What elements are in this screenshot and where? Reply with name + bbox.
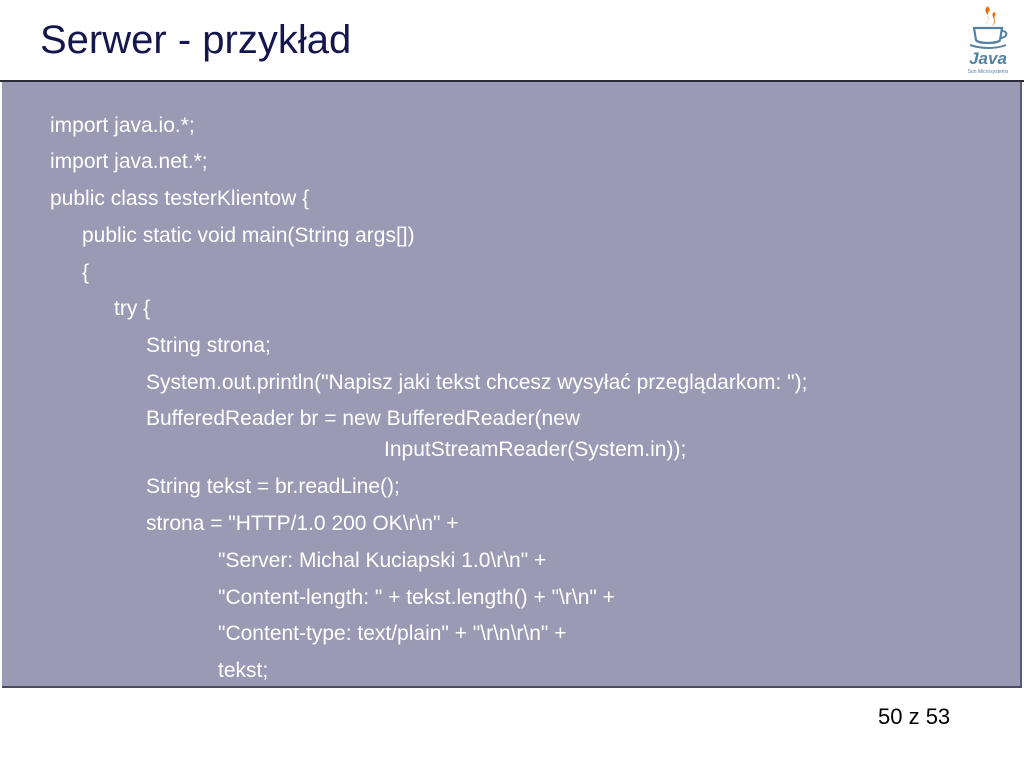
code-line: "Content-type: text/plain" + "\r\n\r\n" … (218, 622, 567, 645)
code-line: public class testerKlientow { (50, 187, 310, 210)
code-line: try { (114, 297, 151, 320)
code-line: { (82, 261, 90, 284)
code-listing: import java.io.*; import java.net.*; pub… (2, 82, 1022, 688)
code-line: BufferedReader br = new BufferedReader(n… (146, 407, 581, 430)
slide-title: Serwer - przykład (40, 18, 352, 62)
code-line: "Server: Michal Kuciapski 1.0\r\n" + (218, 549, 547, 572)
code-line: String tekst = br.readLine(); (146, 475, 400, 498)
code-line: strona = "HTTP/1.0 200 OK\r\n" + (146, 512, 459, 535)
java-logo: Java Sun Microsystems (958, 2, 1018, 76)
code-line: import java.io.*; (50, 114, 195, 137)
svg-text:Sun Microsystems: Sun Microsystems (968, 69, 1009, 75)
header-divider (0, 80, 1024, 82)
code-line: public static void main(String args[]) (82, 224, 415, 247)
code-line: import java.net.*; (50, 150, 208, 173)
page-indicator: 50 z 53 (878, 704, 951, 729)
svg-text:Java: Java (969, 49, 1007, 68)
code-line: System.out.println("Napisz jaki tekst ch… (146, 371, 808, 394)
code-line: InputStreamReader(System.in)); (384, 438, 687, 461)
java-coffee-cup-icon: Java Sun Microsystems (968, 6, 1009, 75)
code-line: "Content-length: " + tekst.length() + "\… (218, 586, 615, 609)
code-line: tekst; (218, 659, 269, 682)
code-line: String strona; (146, 334, 271, 357)
